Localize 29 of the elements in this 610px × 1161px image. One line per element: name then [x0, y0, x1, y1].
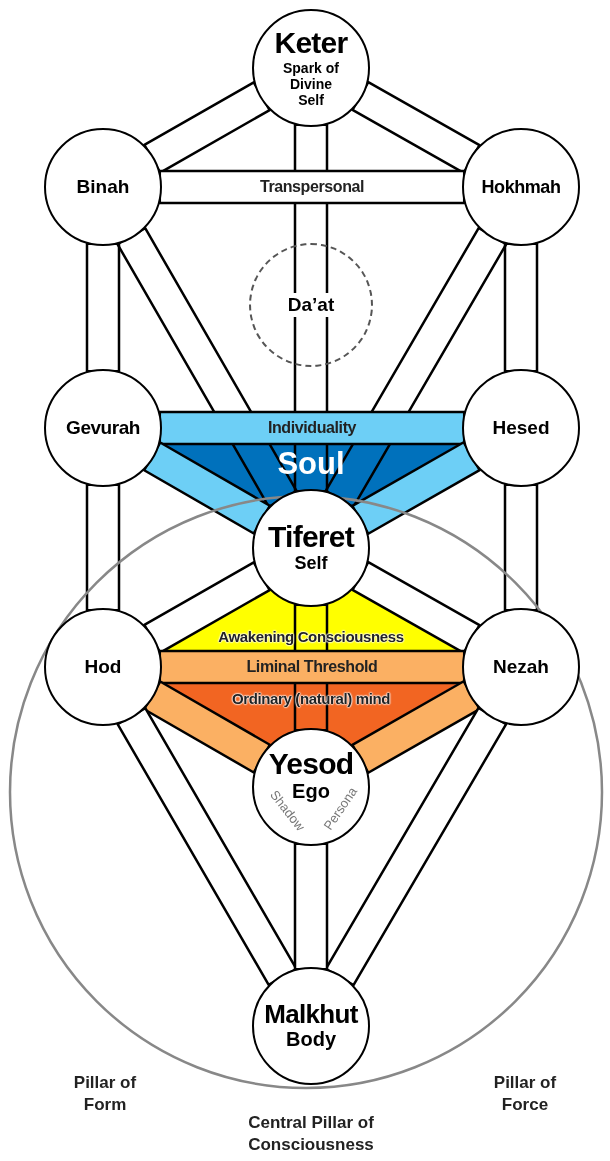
node-title: Gevurah — [66, 415, 140, 440]
node-subtitle: Spark of Divine Self — [282, 60, 340, 108]
node-title: Malkhut — [264, 1000, 358, 1027]
path-band — [85, 483, 121, 612]
path-band — [503, 242, 539, 373]
node-title: Hod — [84, 654, 122, 679]
path-band — [351, 441, 481, 535]
pillar-label: Central Pillar of Consciousness — [247, 1112, 375, 1156]
edge-label: Liminal Threshold — [246, 659, 378, 675]
node-title: Binah — [76, 174, 130, 199]
path-band — [293, 842, 329, 971]
path-band — [158, 410, 466, 446]
node-title: Hokhmah — [481, 175, 561, 199]
node-title: Hesed — [492, 415, 550, 440]
node-title: Keter — [274, 28, 348, 58]
node-title: Nezah — [493, 654, 549, 679]
pillar-label: Pillar of Force — [492, 1072, 558, 1116]
node-title: Yesod — [268, 748, 354, 779]
node-subtitle: Body — [286, 1026, 336, 1052]
path-band — [142, 441, 272, 535]
node-subtitle: Self — [294, 551, 328, 575]
path-band — [503, 483, 539, 612]
edge-label: Transpersonal — [259, 179, 365, 195]
path-band — [158, 649, 466, 685]
node-title: Tiferet — [268, 521, 354, 552]
path-band — [158, 169, 466, 205]
pillar-label: Pillar of Form — [72, 1072, 138, 1116]
edge-label: Individuality — [267, 420, 357, 436]
path-band — [85, 242, 121, 373]
